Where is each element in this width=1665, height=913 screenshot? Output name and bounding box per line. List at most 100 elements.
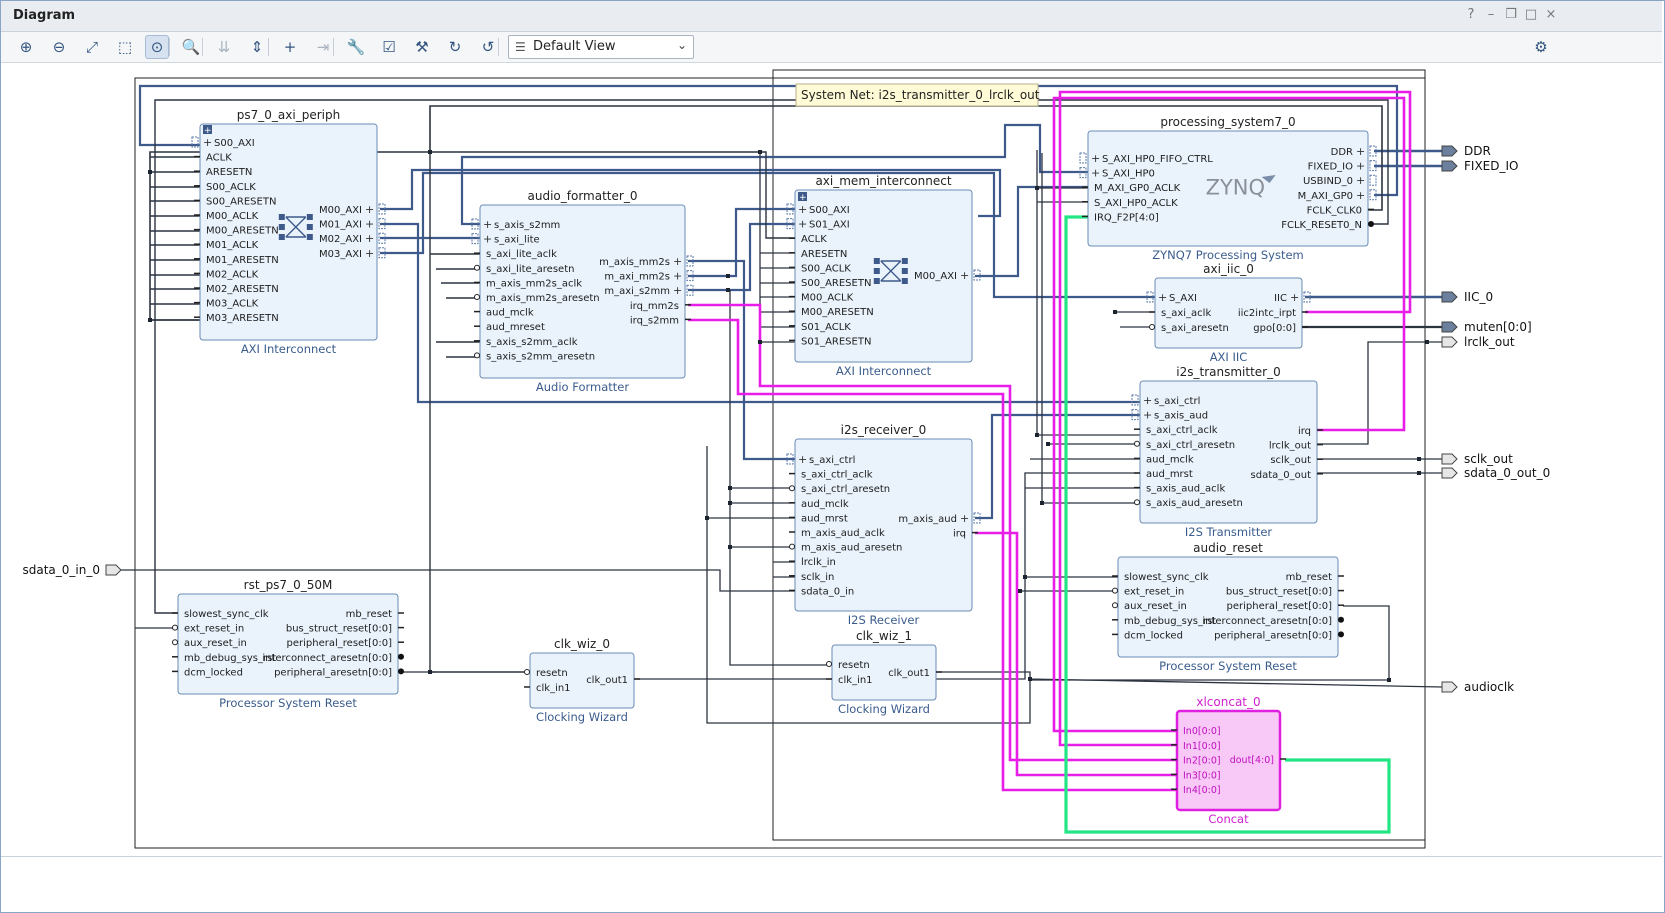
help-icon[interactable]: ? [1467,7,1475,22]
port-muten-0-0-[interactable]: muten[0:0] [1441,320,1532,334]
wire-junction [728,501,732,505]
zynq-logo-swoosh [1261,175,1276,183]
port-audioclk[interactable]: audioclk [1441,680,1514,694]
gear-icon[interactable]: ⚙ [1534,38,1548,56]
plus-icon: + [365,218,374,231]
port-sclk-out[interactable]: sclk_out [1441,452,1513,466]
negated-pin [826,661,832,667]
select-area-icon[interactable]: ⊙ [145,35,169,59]
expand-all-icon[interactable]: ⇕ [250,38,264,56]
make-external-icon[interactable]: ⇥ [316,38,330,56]
run-connection-automation-icon[interactable]: ⚒ [415,38,429,56]
bus-pin [1146,291,1154,303]
port-label: sdata_0_in_0 [23,563,101,577]
port-sdata-0-in-0[interactable]: sdata_0_in_0 [23,563,122,577]
bus-pin [1369,174,1377,186]
block-title: i2s_receiver_0 [841,423,927,437]
plus-icon: + [673,270,682,283]
zoom-out-icon[interactable]: ⊖ [52,38,66,56]
port-label: audioclk [1464,680,1514,694]
zoom-in-icon[interactable]: ⊕ [19,38,33,56]
pin-label: s_axi_lite [494,235,540,246]
validate-design-icon[interactable]: ☑ [382,38,396,56]
crossbar-icon [278,214,313,240]
block-subtitle: Concat [1208,812,1249,826]
crossbar-lines [285,216,307,238]
port-fixed-io[interactable]: FIXED_IO [1441,159,1518,173]
zoom-fit-icon[interactable]: ⤢ [85,38,98,56]
crossbar-icon [873,258,908,284]
wire-junction [705,516,709,520]
pin-label: USBIND_0 [1303,176,1353,187]
regenerate-layout-icon[interactable]: ↻ [448,38,462,56]
bus-m00-to-mem-s00 [380,168,1002,218]
port-iic-0[interactable]: IIC_0 [1441,290,1493,304]
plus-icon: + [673,255,682,268]
plus-icon: + [798,203,807,216]
crossbar-port [873,258,880,264]
minimize-icon[interactable]: – [1487,7,1495,22]
bus-pin [786,453,794,465]
port-sdata-0-out-0[interactable]: sdata_0_out_0 [1441,466,1550,480]
pin-label: mb_debug_sys_rst [1124,616,1216,627]
pin-label: s_axi_aresetn [1161,323,1229,334]
maximize-icon[interactable]: □ [1524,7,1538,22]
plus-icon: + [1356,160,1365,173]
wire-junction [728,486,732,490]
view-select[interactable]: ☰ Default View ⌄ [508,35,694,59]
pin-label: M00_ACLK [801,293,854,304]
bus-pin [471,218,479,230]
zoom-area-icon[interactable]: ⬚ [117,38,133,56]
inner-frame [772,69,1426,841]
optimize-routing-icon[interactable]: ↺ [481,38,495,56]
collapse-all-icon[interactable]: ⇊ [217,38,231,56]
search-icon[interactable]: 🔍 [181,38,201,56]
restore-icon[interactable]: ❐ [1505,7,1517,22]
port-arrow [1441,321,1458,333]
negated-pin [1149,324,1155,330]
negated-pin [398,668,404,675]
net-irq-s2mm [688,318,1177,792]
negated-pin [474,352,480,359]
pin-label: S00_AXI [809,205,850,216]
pin-label: irq [953,529,966,540]
wire-junction [726,274,730,278]
crossbar-port [306,214,313,220]
bus-pin [786,218,794,230]
pin-label: s_axis_s2mm [494,220,560,231]
block-xlconcat_0[interactable]: xlconcat_0ConcatIn0[0:0]In1[0:0]In2[0:0]… [1171,695,1286,826]
pin-label: interconnect_aresetn[0:0] [262,653,392,664]
pin-label: s_axi_lite_aresetn [486,264,574,275]
negated-pin [1368,221,1374,227]
bus-pin [191,136,199,148]
close-icon[interactable]: × [1545,7,1557,22]
port-ddr[interactable]: DDR [1441,144,1491,158]
block-title: ps7_0_axi_periph [237,108,340,122]
pin-label: S_AXI_HP0 [1102,169,1155,180]
port-lrclk-out[interactable]: lrclk_out [1441,335,1515,349]
bus-pin [973,512,981,524]
port-label: sclk_out [1464,452,1513,466]
diagram-toolbar: ⊕ ⊖ ⤢ ⬚ ⊙ 🔍 ⇊ ⇕ + ⇥ 🔧 ☑ ⚒ ↻ ↺ ☰ Default View ⌄ ⚙ [1,32,1662,63]
block-body [1087,130,1369,247]
pin-label: dcm_locked [1124,630,1183,641]
negated-pin [1134,499,1140,506]
properties-wrench-icon[interactable]: 🔧 [346,38,366,56]
plus-icon: + [365,232,374,245]
add-ip-icon[interactable]: + [283,38,297,56]
toolbar-separator [333,38,334,56]
wire-junction [726,288,730,292]
pin-label: aud_mreset [486,322,545,333]
